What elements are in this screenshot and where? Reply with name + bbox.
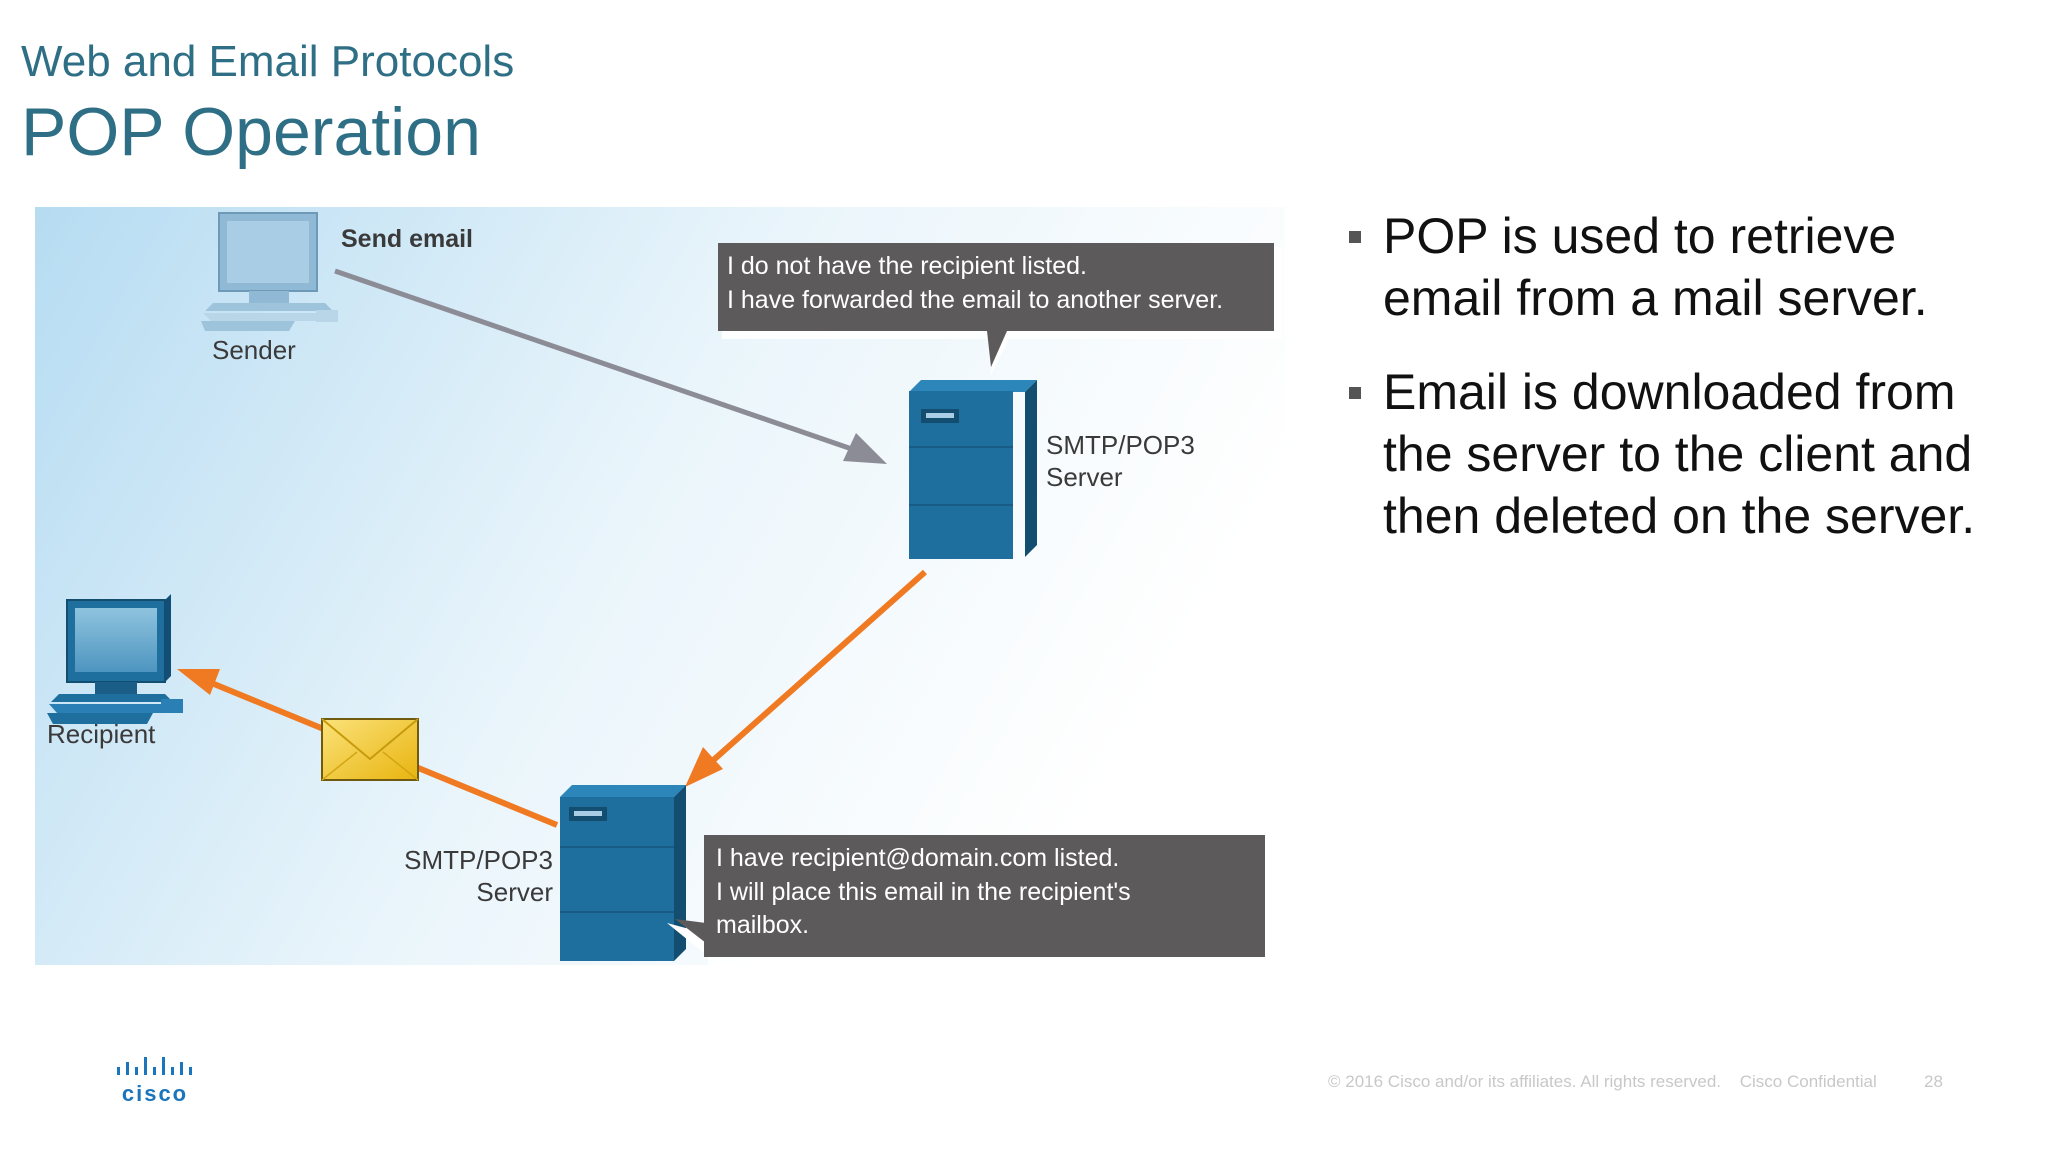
forward-email-arrow [685,569,927,787]
callout-bottom-line-3: mailbox. [716,911,809,939]
cisco-bars-icon [117,1057,192,1075]
callout-bottom-line-2: I will place this email in the recipient… [716,878,1131,906]
slide-title: POP Operation [21,94,481,170]
section-subtitle: Web and Email Protocols [21,37,515,86]
callout-top-line-1: I do not have the recipient listed. [727,252,1087,280]
copyright-text: © 2016 Cisco and/or its affiliates. All … [1328,1072,1722,1091]
bullet-square-icon [1349,387,1361,399]
bottom-server-label-line-1: SMTP/POP3 [404,845,553,875]
page-number: 28 [1924,1072,1943,1091]
bullet-text: POP is used to retrieve email from a mai… [1383,208,1928,326]
callout-bottom: I have recipient@domain.com listed. I wi… [667,835,1273,965]
top-server-label-line-2: Server [1046,462,1123,492]
envelope-icon [321,718,419,781]
confidential-text: Cisco Confidential [1739,1072,1877,1091]
bottom-server-label-line-2: Server [476,877,553,907]
top-server-icon [909,380,1037,559]
top-server-label-line-1: SMTP/POP3 [1046,430,1195,460]
callout-bottom-line-1: I have recipient@domain.com listed. [716,844,1119,872]
bullet-square-icon [1349,231,1361,243]
footer-text: © 2016 Cisco and/or its affiliates. All … [1328,1072,1891,1092]
callout-top-line-2: I have forwarded the email to another se… [727,286,1223,314]
sender-computer-icon [201,212,338,331]
bottom-server-icon [560,785,686,961]
bullet-list: POP is used to retrieve email from a mai… [1345,205,2025,579]
recipient-label: Recipient [47,719,156,749]
send-email-label: Send email [341,225,473,253]
cisco-logo: cisco [110,1055,200,1106]
bullet-item: Email is downloaded from the server to t… [1345,361,2025,547]
callout-top: I do not have the recipient listed. I ha… [718,243,1282,377]
send-email-arrow [334,268,887,464]
bullet-text: Email is downloaded from the server to t… [1383,364,1976,544]
recipient-computer-icon [47,594,183,724]
bullet-item: POP is used to retrieve email from a mai… [1345,205,2025,329]
pop-diagram: I do not have the recipient listed. I ha… [35,207,1285,965]
sender-label: Sender [212,335,296,365]
cisco-wordmark: cisco [121,1081,189,1106]
